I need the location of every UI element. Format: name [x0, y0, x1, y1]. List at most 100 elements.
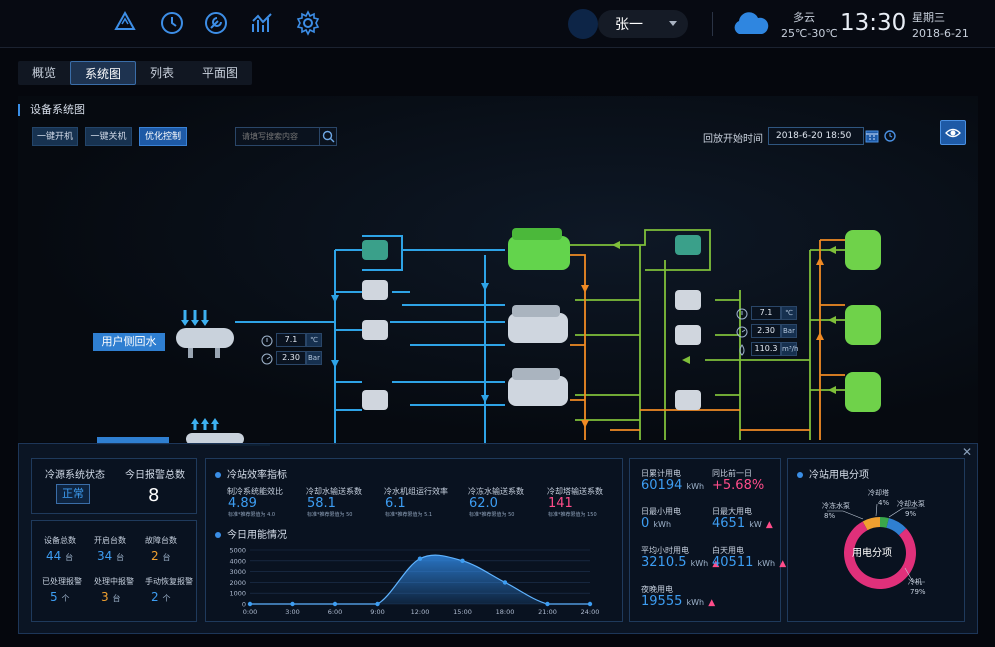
alarm-processing-value: 3 台 [101, 590, 120, 604]
slice-name: 冷冻水泵 [822, 502, 850, 510]
efficiency-label-4: 冷冻水输送系数 [468, 487, 524, 496]
power-breakdown-card [787, 458, 965, 622]
temperature-value: 7.1 [276, 333, 306, 347]
clock-icon[interactable] [159, 10, 185, 36]
thermometer-icon [260, 333, 274, 347]
system-status-card [31, 458, 197, 514]
night-number: 19555 [641, 594, 683, 609]
x-tick-label: 21:00 [538, 608, 557, 616]
night-unit: kWh [686, 598, 705, 607]
system-diagram-panel [18, 96, 978, 442]
alarm-processing-label: 处理中报警 [94, 577, 134, 586]
replay-time-field[interactable]: 2018-6-20 18:50 [768, 127, 864, 145]
breakdown-title: 冷站用电分项 [797, 466, 869, 481]
refresh-icon[interactable] [882, 128, 898, 144]
device-on-number: 34 [97, 549, 113, 563]
efficiency-value-1: 4.89 [228, 496, 257, 511]
donut-slice [862, 517, 880, 531]
data-point [417, 556, 423, 561]
pressure-unit: Bar [306, 351, 322, 365]
slice-label-cooling-pump: 冷却水泵 [897, 500, 925, 508]
hourly-avg-unit: kWh [690, 559, 709, 568]
efficiency-value-4: 62.0 [469, 496, 498, 511]
wrench-icon[interactable] [203, 10, 229, 36]
data-point [290, 601, 295, 607]
efficiency-sub-3: 标准*推荐限值为 5.1 [385, 512, 433, 518]
search-input[interactable] [236, 128, 320, 145]
device-fault-unit: 台 [162, 553, 171, 562]
flow-unit: m³/h [781, 342, 798, 356]
date: 2018-6-21 [912, 27, 969, 40]
efficiency-sub-1: 标准*推荐限值为 4.0 [228, 512, 276, 518]
up-arrow-icon: ▲ [779, 559, 787, 569]
tab-list[interactable]: 列表 [150, 66, 175, 80]
donut-slice [844, 521, 916, 589]
gear-icon[interactable] [295, 10, 321, 36]
page-title: 设备系统图 [18, 104, 85, 116]
avatar[interactable] [568, 9, 598, 39]
x-tick-label: 3:00 [285, 608, 300, 616]
y-tick-label: 2000 [229, 579, 246, 587]
chart-icon[interactable] [249, 10, 275, 36]
daily-max-number: 4651 [712, 516, 746, 531]
weekday: 星期三 [912, 11, 945, 24]
x-tick-label: 0:00 [243, 608, 258, 616]
device-on-value: 34 台 [97, 549, 124, 563]
slice-pct-chiller: 79% [910, 588, 926, 596]
night-label: 夜晚用电 [641, 585, 673, 594]
daily-total-value: 60194 kWh [641, 478, 704, 493]
cloud-icon [731, 10, 769, 36]
optimize-control-button[interactable]: 优化控制 [139, 127, 187, 146]
divider [712, 12, 713, 36]
hourly-avg-label: 平均小时用电 [641, 546, 689, 555]
slice-pct-cooling-pump: 9% [905, 510, 917, 518]
search-icon[interactable] [319, 128, 336, 145]
view-toggle-button[interactable] [940, 120, 966, 145]
recycle-icon[interactable] [112, 10, 138, 36]
gauge-panel-right: 7.1 ℃ 2.30 Bar 110.3 m³/h [735, 306, 798, 358]
data-point [502, 580, 508, 585]
x-tick-label: 15:00 [453, 608, 472, 616]
search-box [235, 127, 337, 146]
slice-label-cooling-tower: 冷却塔 [868, 489, 889, 497]
pressure-value: 2.30 [751, 324, 781, 338]
alarm-handled-value: 5 个 [50, 590, 69, 604]
temperature-value: 7.1 [751, 306, 781, 320]
efficiency-label-2: 冷却水输送系数 [306, 487, 362, 496]
stop-all-button[interactable]: 一键关机 [85, 127, 132, 146]
device-stats-card [31, 520, 197, 622]
device-total-number: 44 [46, 549, 62, 563]
donut-center-label: 用电分项 [852, 548, 892, 559]
daily-min-unit: kWh [653, 520, 672, 529]
start-all-button[interactable]: 一键开机 [32, 127, 78, 146]
data-point [375, 601, 380, 607]
alarm-handled-number: 5 [50, 590, 58, 604]
efficiency-label-1: 制冷系统能效比 [227, 487, 283, 496]
weather-condition: 多云 [793, 11, 815, 24]
user-supply-marker [97, 437, 169, 445]
efficiency-label-5: 冷却塔输送系数 [547, 487, 603, 496]
chevron-down-icon[interactable] [669, 21, 677, 26]
top-bar: 张一 多云 25℃-30℃ 13:30 星期三 2018-6-21 [0, 0, 995, 48]
user-return-label: 用户侧回水 [93, 333, 165, 351]
alarm-processing-number: 3 [101, 590, 109, 604]
alarm-handled-label: 已处理报警 [42, 577, 82, 586]
device-total-unit: 台 [65, 553, 74, 562]
up-arrow-icon: ▲ [712, 559, 720, 569]
weather-temperature: 25℃-30℃ [781, 27, 838, 40]
daily-max-value: 4651 kW ▲ [712, 516, 773, 531]
daily-min-number: 0 [641, 516, 650, 531]
power-stats-card [629, 458, 781, 622]
gauge-panel-left: 7.1 ℃ 2.30 Bar [260, 333, 322, 368]
tab-system-diagram[interactable]: 系统图 [70, 61, 137, 85]
donut-slice [886, 518, 907, 536]
daily-max-unit: kW [749, 520, 762, 529]
slice-pct-cooling-tower: 4% [878, 499, 890, 507]
tab-overview[interactable]: 概览 [32, 66, 57, 80]
tab-floor-plan[interactable]: 平面图 [202, 66, 239, 80]
calendar-icon[interactable] [865, 128, 879, 144]
view-tabs: 概览 系统图 列表 平面图 [18, 61, 253, 85]
y-tick-label: 4000 [229, 557, 246, 565]
close-icon[interactable]: ✕ [962, 445, 973, 459]
